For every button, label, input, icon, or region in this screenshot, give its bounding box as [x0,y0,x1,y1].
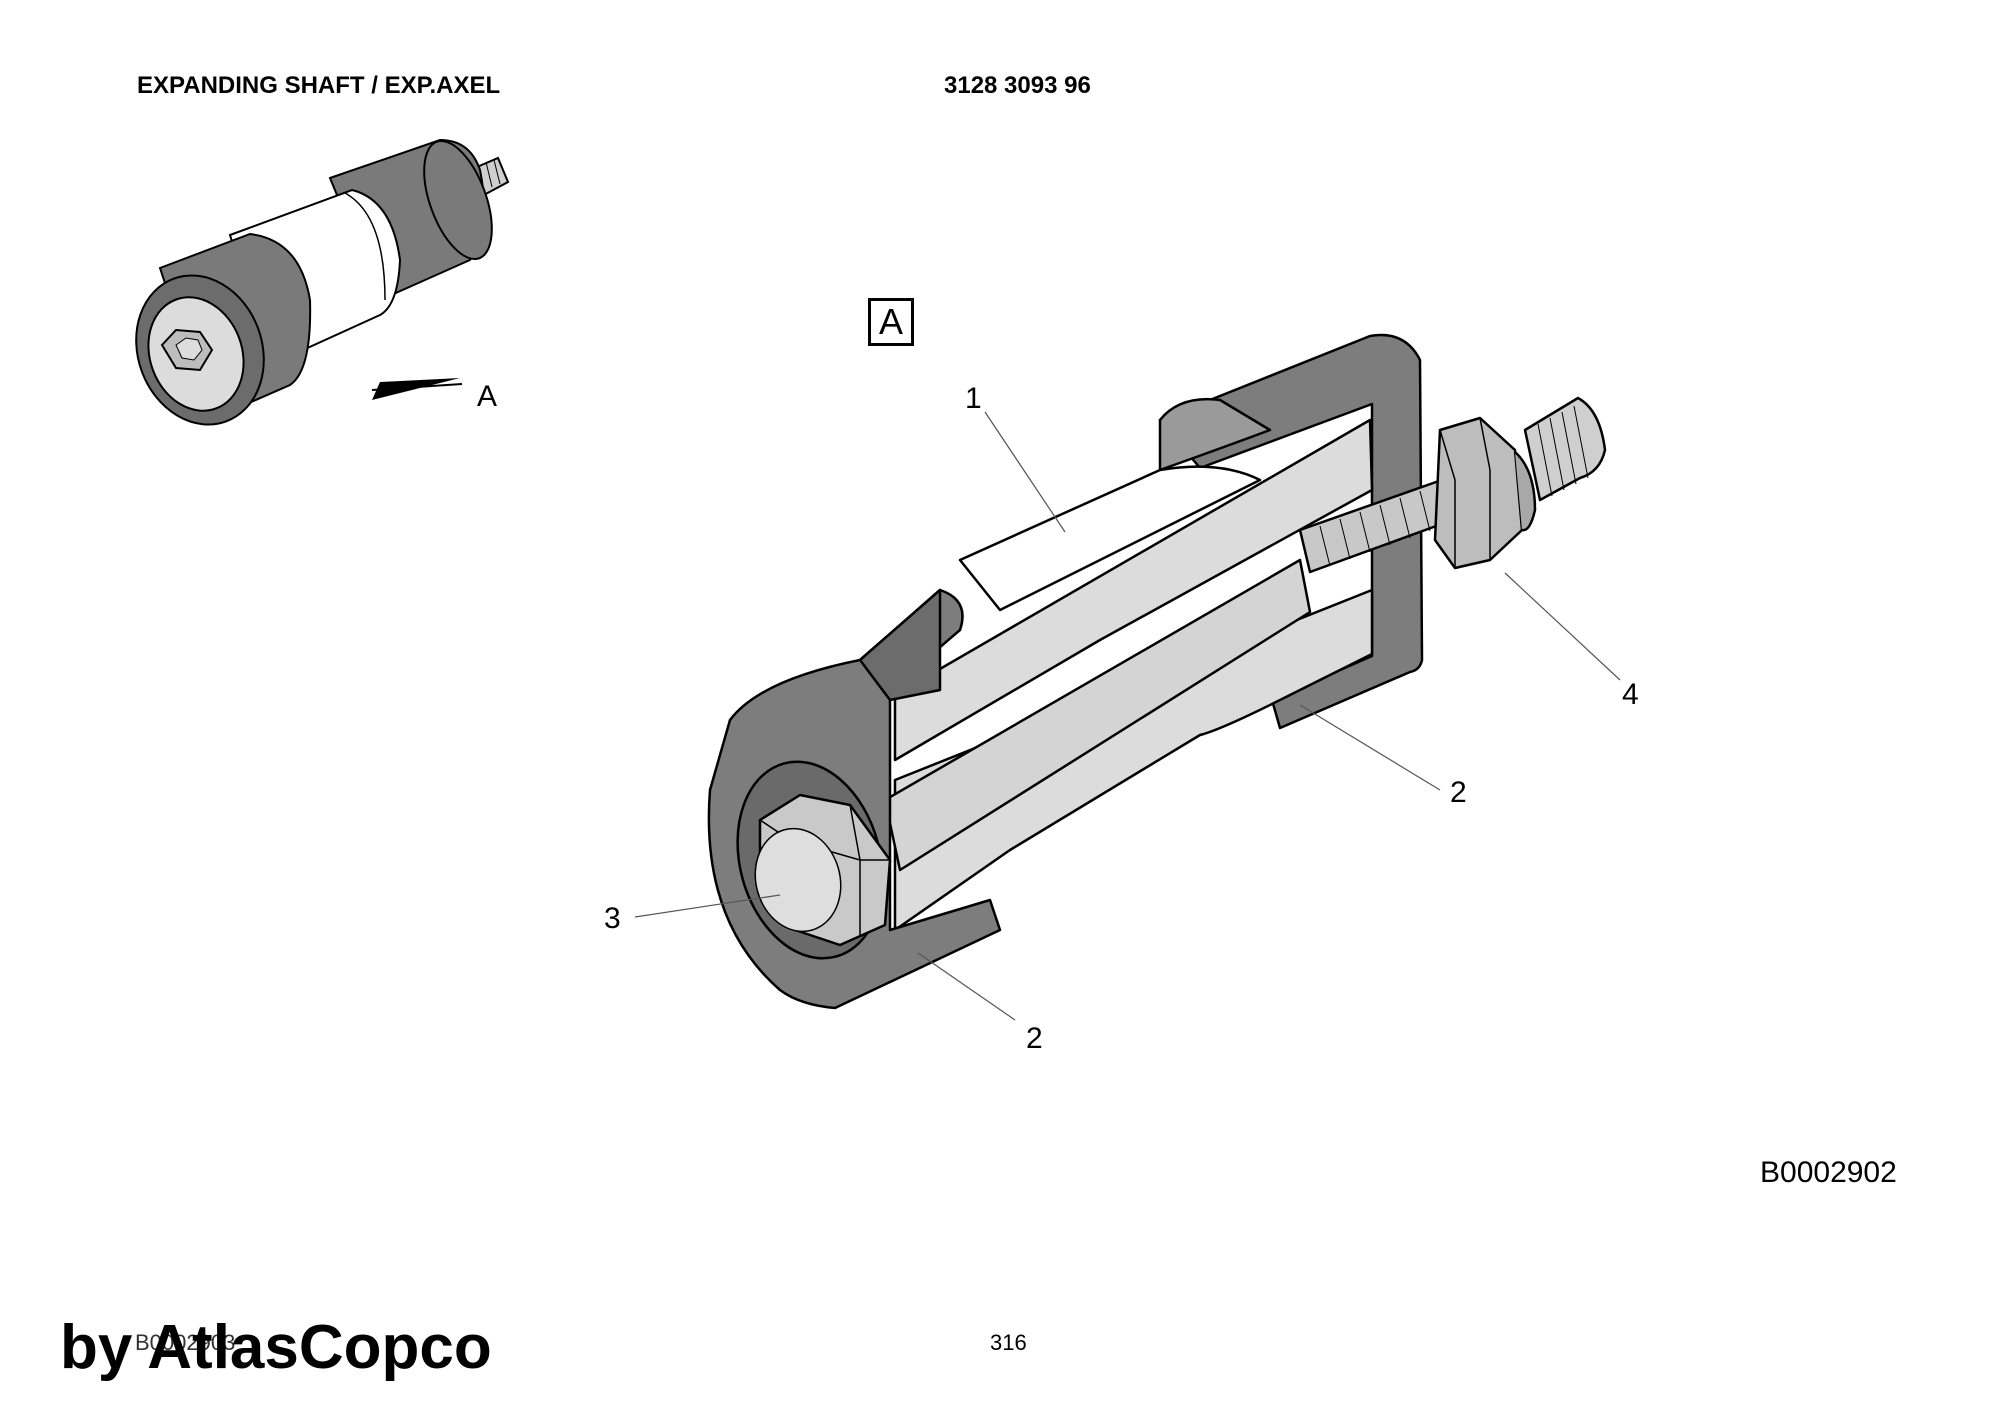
overview-shaft [135,138,510,426]
drawing-reference: B0002902 [1760,1156,1897,1189]
callout-2-bottom: 2 [1026,1022,1043,1055]
part-number: 3128 3093 96 [944,72,1091,99]
callout-2-right: 2 [1450,776,1467,809]
leader-lines [634,411,1621,1021]
view-a-label: A [868,298,914,346]
view-arrow-label: A [477,380,497,413]
callout-1: 1 [965,382,982,415]
callout-4: 4 [1622,678,1639,711]
page-number: 316 [990,1330,1027,1355]
cutaway-shaft [707,333,1607,1010]
footer-reference: B0002903 [135,1330,236,1355]
callout-3: 3 [604,902,621,935]
document-title: EXPANDING SHAFT / EXP.AXEL [137,72,501,99]
watermark: by AtlasCopco [60,1313,492,1382]
